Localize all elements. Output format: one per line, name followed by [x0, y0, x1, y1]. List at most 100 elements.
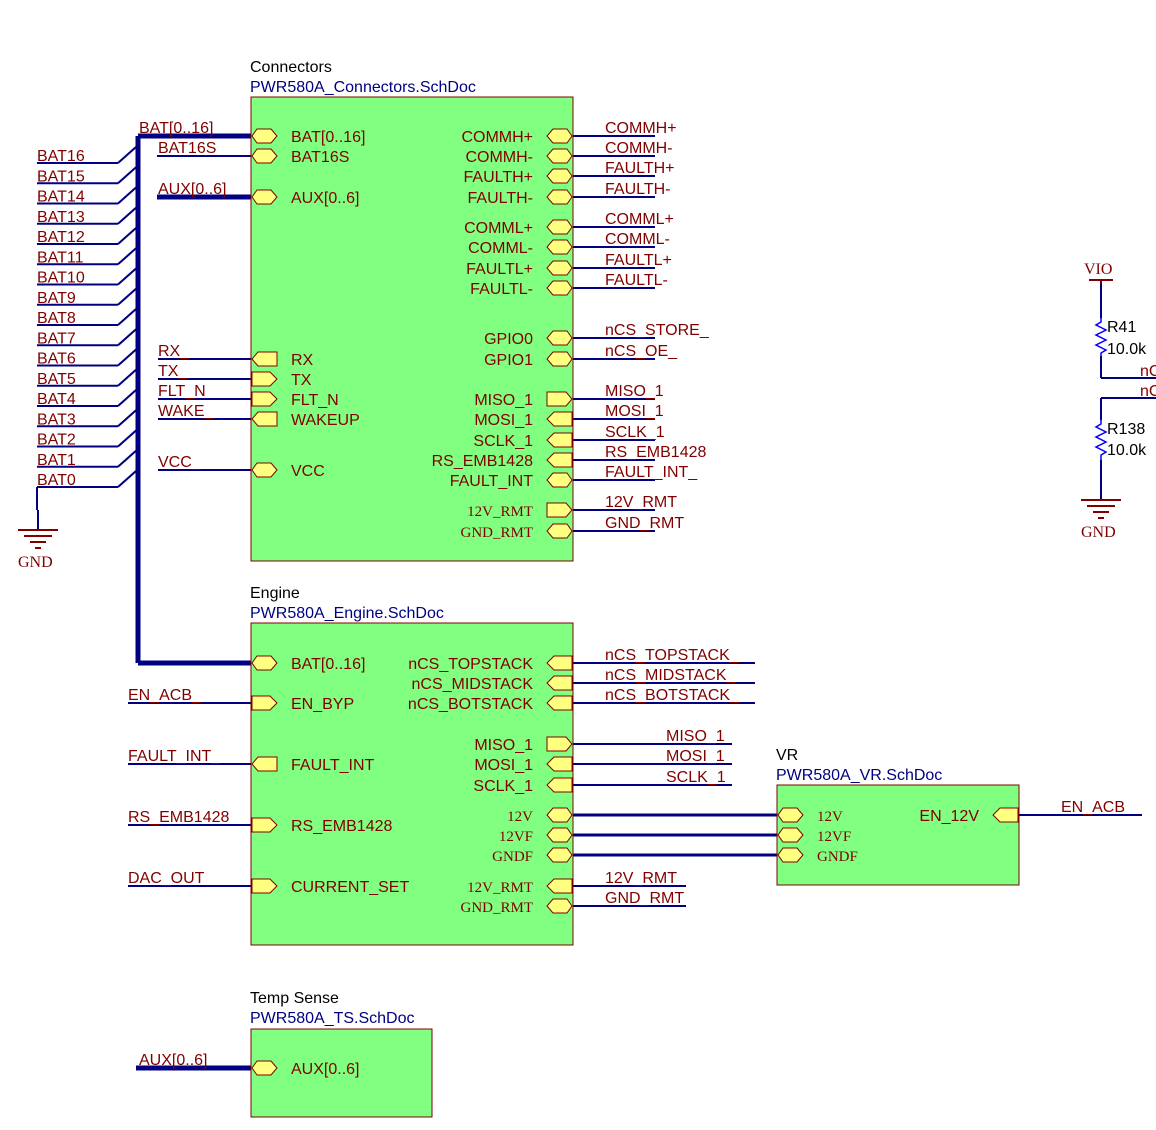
engine-port-label-ncs-botstack: nCS_BOTSTACK [408, 696, 533, 713]
connectors-port-label-fault-int: FAULT_INT [450, 473, 534, 490]
connectors-port-vcc[interactable] [251, 462, 278, 478]
bus-entry [117, 288, 137, 306]
engine-file: PWR580A_Engine.SchDoc [250, 605, 444, 622]
vr-title: VR [776, 747, 798, 764]
connectors-net-vcc: VCC_ [158, 454, 202, 471]
connectors-port-faulth[interactable] [546, 189, 573, 205]
bus-entry [117, 146, 137, 164]
bus-entry [117, 267, 137, 286]
connectors-port-sclk-1[interactable] [546, 432, 573, 448]
connectors-port-rs-emb1428[interactable] [546, 452, 573, 468]
connectors-port-aux-0-6[interactable] [251, 189, 278, 205]
connectors-port-gnd-rmt[interactable] [546, 523, 573, 539]
engine-net-fault-int: FAULT_INT_ [128, 748, 221, 765]
connectors-port-label-bat16s: BAT16S [291, 149, 349, 166]
engine-port-gnd-rmt[interactable] [546, 898, 573, 914]
engine-title: Engine [250, 585, 300, 602]
engine-port-miso-1[interactable] [546, 736, 573, 752]
engine-port-gndf[interactable] [546, 847, 573, 863]
engine-port-12v[interactable] [546, 807, 573, 823]
engine-sheet[interactable] [250, 622, 574, 946]
offpage-net-label-2: nC [1140, 383, 1156, 400]
connectors-port-label-commh: COMMH- [465, 149, 533, 166]
connectors-port-bat16s[interactable] [251, 148, 278, 164]
connectors-net-bat-0-16: BAT[0..16] [139, 120, 213, 137]
connectors-port-gpio0[interactable] [546, 330, 573, 346]
engine-port-current-set[interactable] [251, 878, 278, 894]
connectors-port-comml[interactable] [546, 219, 573, 235]
connectors-port-label-aux-0-6: AUX[0..6] [291, 190, 359, 207]
engine-port-sclk-1[interactable] [546, 777, 573, 793]
engine-port-mosi-1[interactable] [546, 756, 573, 772]
connectors-port-label-rs-emb1428: RS_EMB1428 [432, 453, 533, 470]
connectors-port-gpio1[interactable] [546, 351, 573, 367]
vr-port-en-12v[interactable] [992, 807, 1019, 823]
engine-port-ncs-topstack[interactable] [546, 655, 573, 671]
gnd-left-symbol [18, 529, 58, 549]
connectors-port-label-gnd-rmt: GND_RMT [460, 525, 533, 541]
connectors-net-faulth: FAULTH- [605, 181, 670, 198]
connectors-net-mosi-1: MOSI_1 [605, 403, 664, 420]
vr-port-12v[interactable] [777, 807, 804, 823]
engine-port-label-en-byp: EN_BYP [291, 696, 354, 713]
engine-port-en-byp[interactable] [251, 695, 278, 711]
net-labels: BAT16BAT15BAT14BAT13BAT12BAT11BAT10BAT9B… [37, 120, 1125, 1069]
connectors-title: Connectors [250, 59, 332, 76]
engine-net-miso-1: MISO_1 [666, 728, 725, 745]
connectors-port-tx[interactable] [251, 371, 278, 387]
r41-value: 10.0k [1107, 341, 1147, 358]
connectors-port-label-12v-rmt: 12V_RMT [467, 504, 533, 520]
connectors-port-label-mosi-1: MOSI_1 [474, 412, 533, 429]
bus-entry [117, 186, 137, 205]
net-label-bat7: BAT7 [37, 330, 76, 347]
engine-port-ncs-botstack[interactable] [546, 695, 573, 711]
connectors-port-label-rx: RX [291, 352, 314, 369]
connectors-port-12v-rmt[interactable] [546, 502, 573, 518]
engine-port-12vf[interactable] [546, 827, 573, 843]
connectors-port-mosi-1[interactable] [546, 411, 573, 427]
connectors-port-label-wakeup: WAKEUP [291, 412, 360, 429]
connectors-sheet[interactable] [250, 96, 574, 562]
connectors-port-faultl[interactable] [546, 260, 573, 276]
engine-port-fault-int[interactable] [251, 756, 278, 772]
vr-port-label-gndf: GNDF [817, 849, 858, 865]
connectors-file: PWR580A_Connectors.SchDoc [250, 79, 476, 96]
connectors-port-miso-1[interactable] [546, 391, 573, 407]
bus-entry [117, 470, 137, 488]
engine-port-bat-0-16[interactable] [251, 655, 278, 671]
bus-entry [117, 389, 137, 407]
net-label-bat6: BAT6 [37, 351, 76, 368]
connectors-port-label-gpio0: GPIO0 [484, 331, 533, 348]
engine-port-12v-rmt[interactable] [546, 878, 573, 894]
engine-net-ncs-midstack: nCS_MIDSTACK_ [605, 667, 737, 684]
connectors-port-flt-n[interactable] [251, 391, 278, 407]
connectors-port-commh[interactable] [546, 128, 573, 144]
connectors-port-bat-0-16[interactable] [251, 128, 278, 144]
connectors-port-label-commh: COMMH+ [461, 129, 533, 146]
gnd-right-symbol [1081, 499, 1121, 519]
connectors-port-label-faulth: FAULTH- [468, 190, 533, 207]
engine-port-rs-emb1428[interactable] [251, 817, 278, 833]
connectors-port-label-miso-1: MISO_1 [474, 392, 533, 409]
engine-port-ncs-midstack[interactable] [546, 675, 573, 691]
connectors-net-aux-0-6: AUX[0..6] [158, 181, 226, 198]
connectors-port-faultl[interactable] [546, 280, 573, 296]
r138-resistor [1094, 420, 1108, 460]
connectors-port-commh[interactable] [546, 148, 573, 164]
vr-port-12vf[interactable] [777, 827, 804, 843]
connectors-port-faulth[interactable] [546, 168, 573, 184]
connectors-port-wakeup[interactable] [251, 411, 278, 427]
engine-net-en-acb: EN_ACB_ [128, 687, 202, 704]
connectors-port-rx[interactable] [251, 351, 278, 367]
engine-port-label-gndf: GNDF [492, 849, 533, 865]
ts-port-aux-0-6[interactable] [251, 1060, 278, 1076]
vr-sheet[interactable] [776, 784, 1020, 886]
vr-port-gndf[interactable] [777, 847, 804, 863]
engine-port-label-miso-1: MISO_1 [474, 737, 533, 754]
ts-file: PWR580A_TS.SchDoc [250, 1010, 415, 1027]
ts-sheet[interactable] [250, 1028, 433, 1118]
net-label-bat14: BAT14 [37, 189, 85, 206]
connectors-port-fault-int[interactable] [546, 472, 573, 488]
net-label-bat9: BAT9 [37, 290, 76, 307]
connectors-port-comml[interactable] [546, 239, 573, 255]
